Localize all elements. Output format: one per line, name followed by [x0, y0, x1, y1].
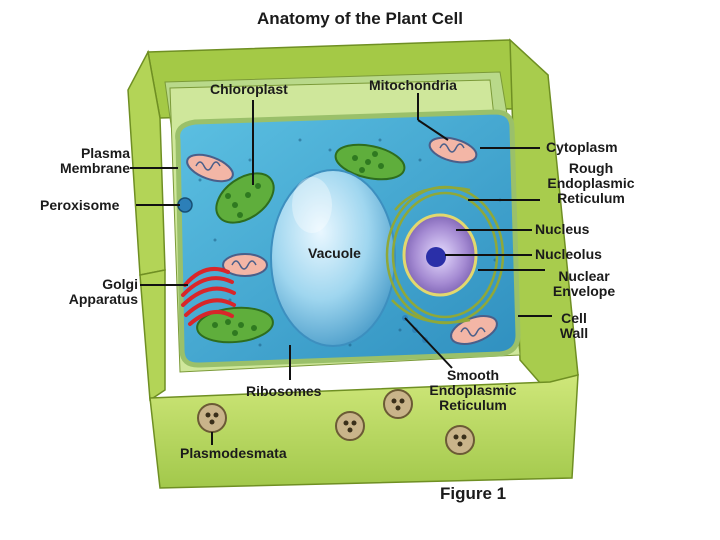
- label-chloroplast: Chloroplast: [210, 81, 288, 97]
- leader-lines: [130, 93, 552, 445]
- golgi-organelle: [181, 267, 236, 326]
- vacuole-organelle: [270, 169, 396, 347]
- label-nucleolus: Nucleolus: [535, 246, 602, 262]
- label-vacuole: Vacuole: [308, 245, 361, 261]
- diagram-title: Anatomy of the Plant Cell: [257, 9, 463, 28]
- mitochondria-organelles: [186, 136, 498, 345]
- figure-caption: Figure 1: [440, 484, 507, 503]
- plasmodesmata-openings: [197, 389, 475, 455]
- label-mitochondria: Mitochondria: [369, 77, 457, 93]
- label-nucleus: Nucleus: [535, 221, 590, 237]
- label-cytoplasm: Cytoplasm: [546, 139, 618, 155]
- chloroplasts: [196, 143, 406, 344]
- nucleolus-organelle: [426, 247, 446, 267]
- label-ribosomes: Ribosomes: [246, 383, 322, 399]
- label-peroxisome: Peroxisome: [40, 197, 120, 213]
- label-plasmodesmata: Plasmodesmata: [180, 445, 287, 461]
- peroxisome-organelle: [177, 197, 193, 213]
